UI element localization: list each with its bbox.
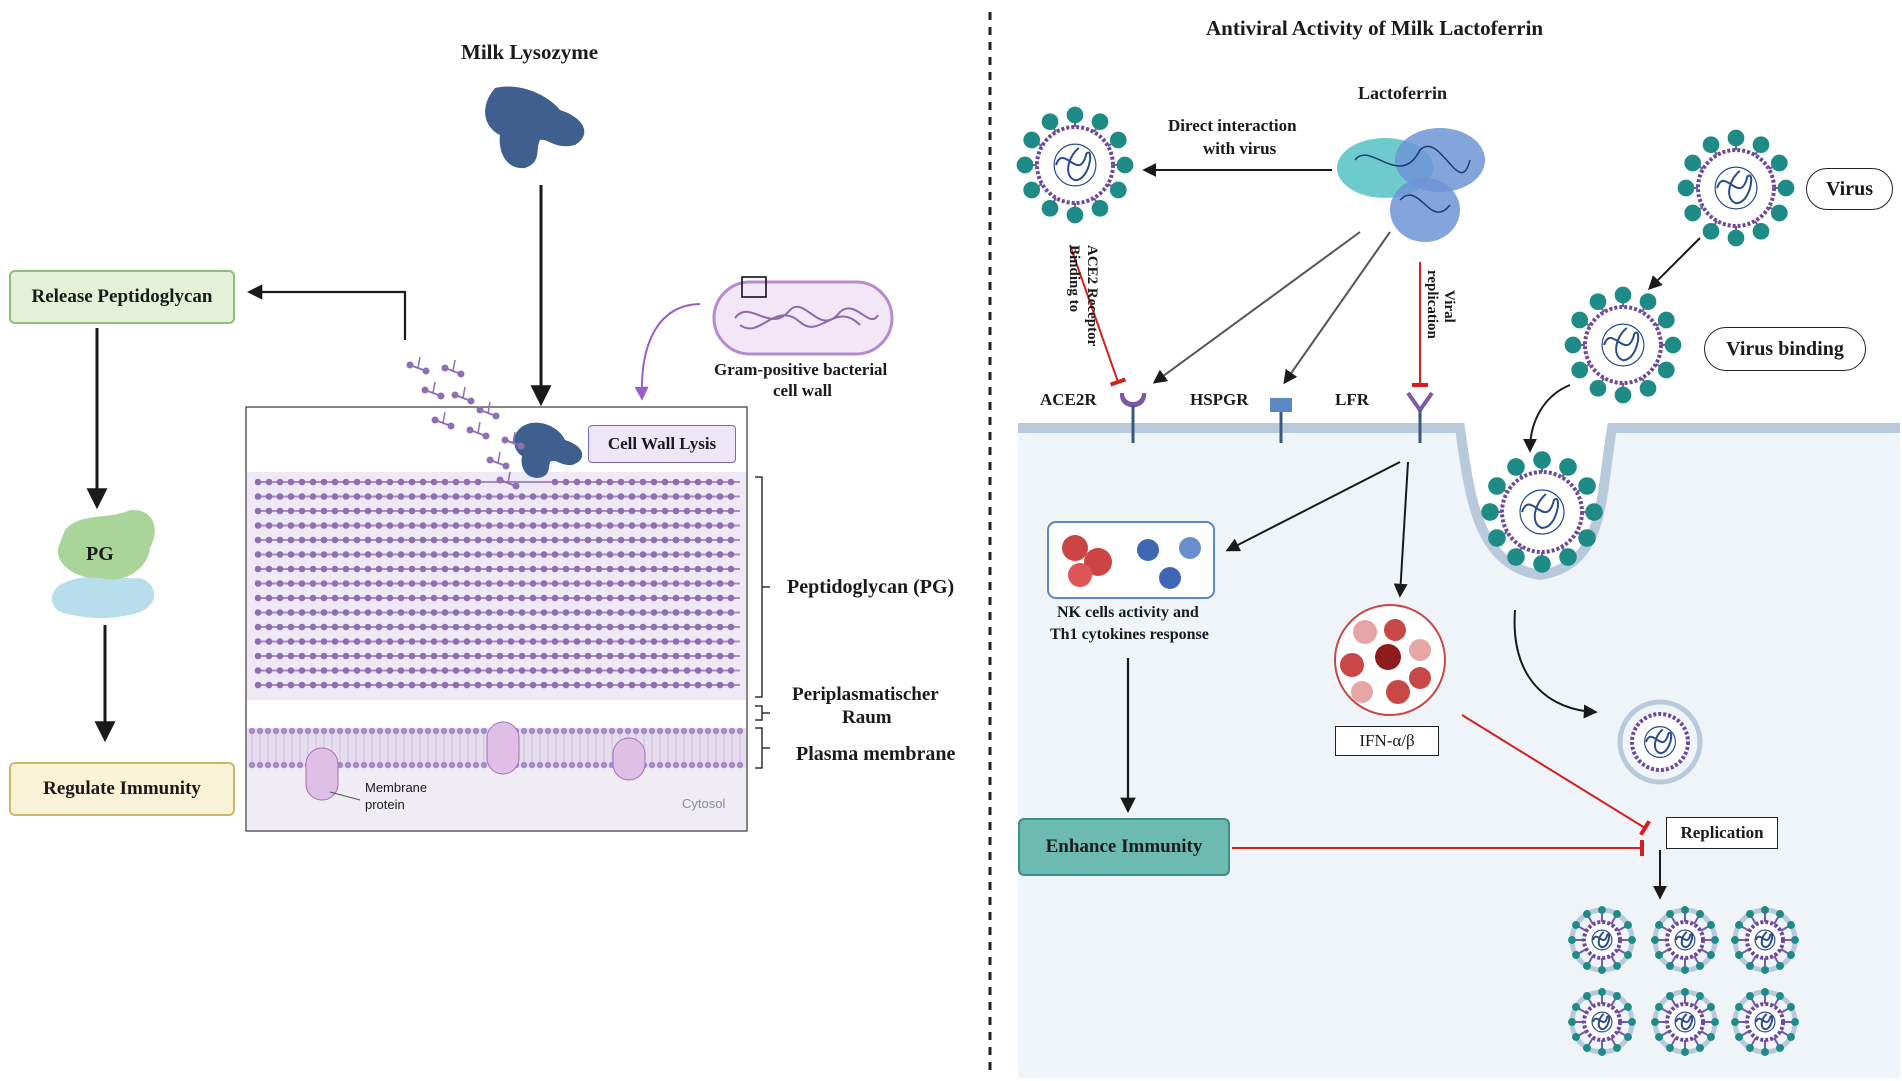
hspgr-receptor <box>1270 398 1292 412</box>
membrane-protein <box>305 747 339 801</box>
arrow-lfr-to-nk <box>1225 461 1401 552</box>
periplasm-bracket <box>755 705 770 721</box>
virus-label: Virus <box>1806 168 1893 210</box>
nk-cells-label-2: Th1 cytokines response <box>1050 626 1209 643</box>
virus-particle <box>1731 988 1799 1056</box>
pg-fragments <box>406 356 525 490</box>
binding-ace2-label-1: Binding to <box>1066 245 1082 313</box>
arrow-virus-to-binding <box>1648 237 1701 290</box>
virus-particle <box>1651 906 1719 974</box>
arrow-to-ace2r <box>1152 231 1361 384</box>
lactoferrin-protein <box>1337 128 1485 242</box>
peptidoglycan-layer <box>254 478 740 689</box>
replication-label: Replication <box>1666 817 1778 849</box>
zoom-box <box>741 276 767 298</box>
membrane-protein <box>612 737 646 781</box>
viral-replication-label-2: replication <box>1424 270 1440 339</box>
milk-lysozyme-label: Milk Lysozyme <box>461 40 599 64</box>
nk-cells-label-1: NK cells activity and <box>1057 604 1199 621</box>
host-membrane <box>1018 423 1900 581</box>
arrow-to-hspgr <box>1283 231 1391 385</box>
ace2r-label: ACE2R <box>1040 390 1097 409</box>
periplasm-label-1: Periplasmatischer <box>792 684 939 705</box>
virus-particle <box>1016 106 1134 224</box>
virus-particle <box>1564 286 1682 404</box>
arrow-to-release <box>246 284 407 340</box>
ace2r-receptor <box>1119 393 1147 408</box>
virus-binding-label: Virus binding <box>1704 327 1866 371</box>
pg-blob-upper <box>57 509 155 580</box>
gram-positive-label-2: cell wall <box>773 381 833 400</box>
pg-blob-lower <box>51 576 155 619</box>
inhibit-ifn-to-replication <box>1461 714 1651 836</box>
lysozyme-shape-top <box>485 86 585 169</box>
plasma-membrane-label: Plasma membrane <box>796 743 956 765</box>
virus-particle <box>1617 699 1703 785</box>
virus-particle <box>1568 906 1636 974</box>
lfr-receptor <box>1406 391 1434 414</box>
arrow-lfr-to-ifn <box>1393 461 1409 598</box>
ifn-label: IFN-α/β <box>1335 726 1439 756</box>
virus-particles <box>1016 106 1799 1056</box>
peptidoglycan-label: Peptidoglycan (PG) <box>787 576 955 598</box>
membrane-protein <box>486 721 520 775</box>
pg-label: PG <box>86 543 114 565</box>
virus-particle <box>1731 906 1799 974</box>
release-peptidoglycan-box: Release Peptidoglycan <box>9 270 235 324</box>
virus-particle <box>1651 988 1719 1056</box>
pg-bracket <box>755 476 770 698</box>
viral-replication-label-1: Viral <box>1441 290 1457 323</box>
lfr-label: LFR <box>1335 390 1369 409</box>
arrow-binding-to-endosome <box>1523 384 1571 453</box>
inhibit-ace2-binding <box>1069 244 1127 387</box>
periplasm-label-2: Raum <box>842 707 892 728</box>
direct-interaction-label-1: Direct interaction <box>1168 116 1297 135</box>
cytosol-label: Cytosol <box>682 796 726 811</box>
bacterium-icon <box>712 280 894 356</box>
arrow-endosome-to-vesicle <box>1513 609 1598 719</box>
lactoferrin-label: Lactoferrin <box>1358 83 1447 103</box>
hspgr-label: HSPGR <box>1190 390 1249 409</box>
lysozyme-shape-cell <box>514 422 583 478</box>
zoom-arrow <box>634 303 701 401</box>
binding-ace2-label-2: ACE2 Receptor <box>1084 245 1100 347</box>
cell-wall-lysis-box: Cell Wall Lysis <box>588 425 736 463</box>
gram-positive-label-1: Gram-positive bacterial <box>714 360 888 379</box>
host-cell-interior <box>1018 432 1900 1078</box>
regulate-immunity-box: Regulate Immunity <box>9 762 235 816</box>
enhance-immunity-box: Enhance Immunity <box>1018 818 1230 876</box>
membrane-protein-label-2: protein <box>365 797 405 812</box>
virus-particle <box>1568 988 1636 1056</box>
direct-interaction-label-2: with virus <box>1203 139 1277 158</box>
virus-particle <box>1481 451 1603 573</box>
membrane-bracket <box>755 727 770 769</box>
membrane-protein-label-1: Membrane <box>365 780 428 795</box>
right-panel-title: Antiviral Activity of Milk Lactoferrin <box>1206 16 1544 40</box>
virus-particle <box>1677 129 1795 247</box>
